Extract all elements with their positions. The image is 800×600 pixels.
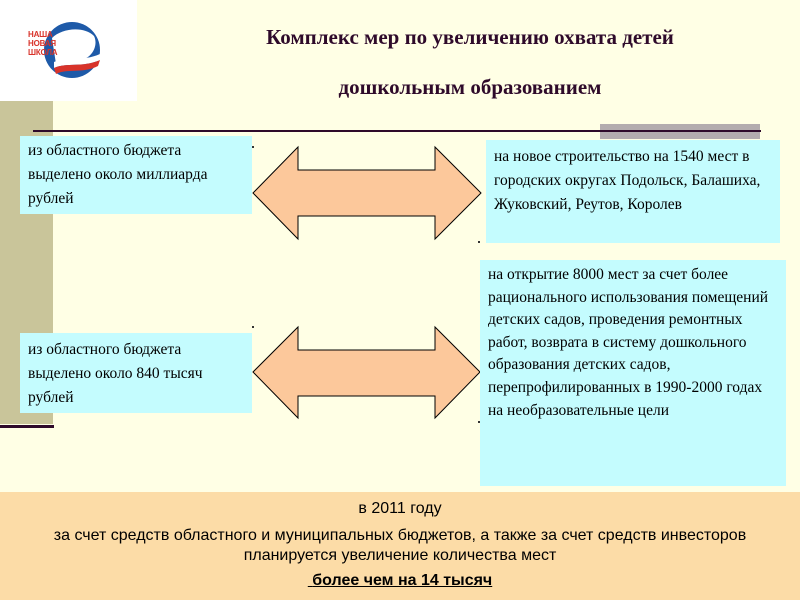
- dot-marker: [252, 146, 254, 148]
- emphasis-text: более чем на 14 тысяч: [312, 572, 493, 589]
- double-arrow-icon: [250, 145, 486, 243]
- outcome-box-1: на новое строительство на 1540 мест в го…: [486, 140, 780, 243]
- header-divider: [33, 130, 761, 132]
- summary-panel: в 2011 году за счет средств областного и…: [0, 492, 800, 600]
- summary-text: за счет средств областного и муниципальн…: [53, 527, 747, 564]
- dot-marker: [252, 326, 254, 328]
- dot-marker: [478, 241, 480, 243]
- logo-line-2: НОВАЯ: [28, 39, 56, 48]
- dot-marker: [478, 421, 480, 423]
- logo-text: НАША НОВАЯ ШКОЛА: [28, 30, 58, 57]
- summary-year: в 2011 году: [358, 500, 442, 517]
- logo-line-1: НАША: [28, 30, 53, 39]
- funding-box-2: из областного бюджета выделено около 840…: [20, 333, 252, 413]
- logo-area: НАША НОВАЯ ШКОЛА: [0, 0, 137, 101]
- summary-emphasis: более чем на 14 тысяч: [0, 572, 800, 590]
- sidebar-underline: [0, 425, 54, 428]
- logo-line-3: ШКОЛА: [28, 48, 58, 57]
- title-line-1: Комплекс мер по увеличению охвата детей: [266, 25, 674, 49]
- page-title: Комплекс мер по увеличению охвата детей …: [150, 12, 790, 112]
- double-arrow-icon: [250, 325, 486, 423]
- title-line-2: дошкольным образованием: [338, 75, 602, 99]
- outcome-box-2: на открытие 8000 мест за счет более раци…: [480, 260, 786, 486]
- nasha-novaya-shkola-logo-icon: НАША НОВАЯ ШКОЛА: [22, 18, 107, 83]
- funding-box-1: из областного бюджета выделено около мил…: [20, 136, 252, 214]
